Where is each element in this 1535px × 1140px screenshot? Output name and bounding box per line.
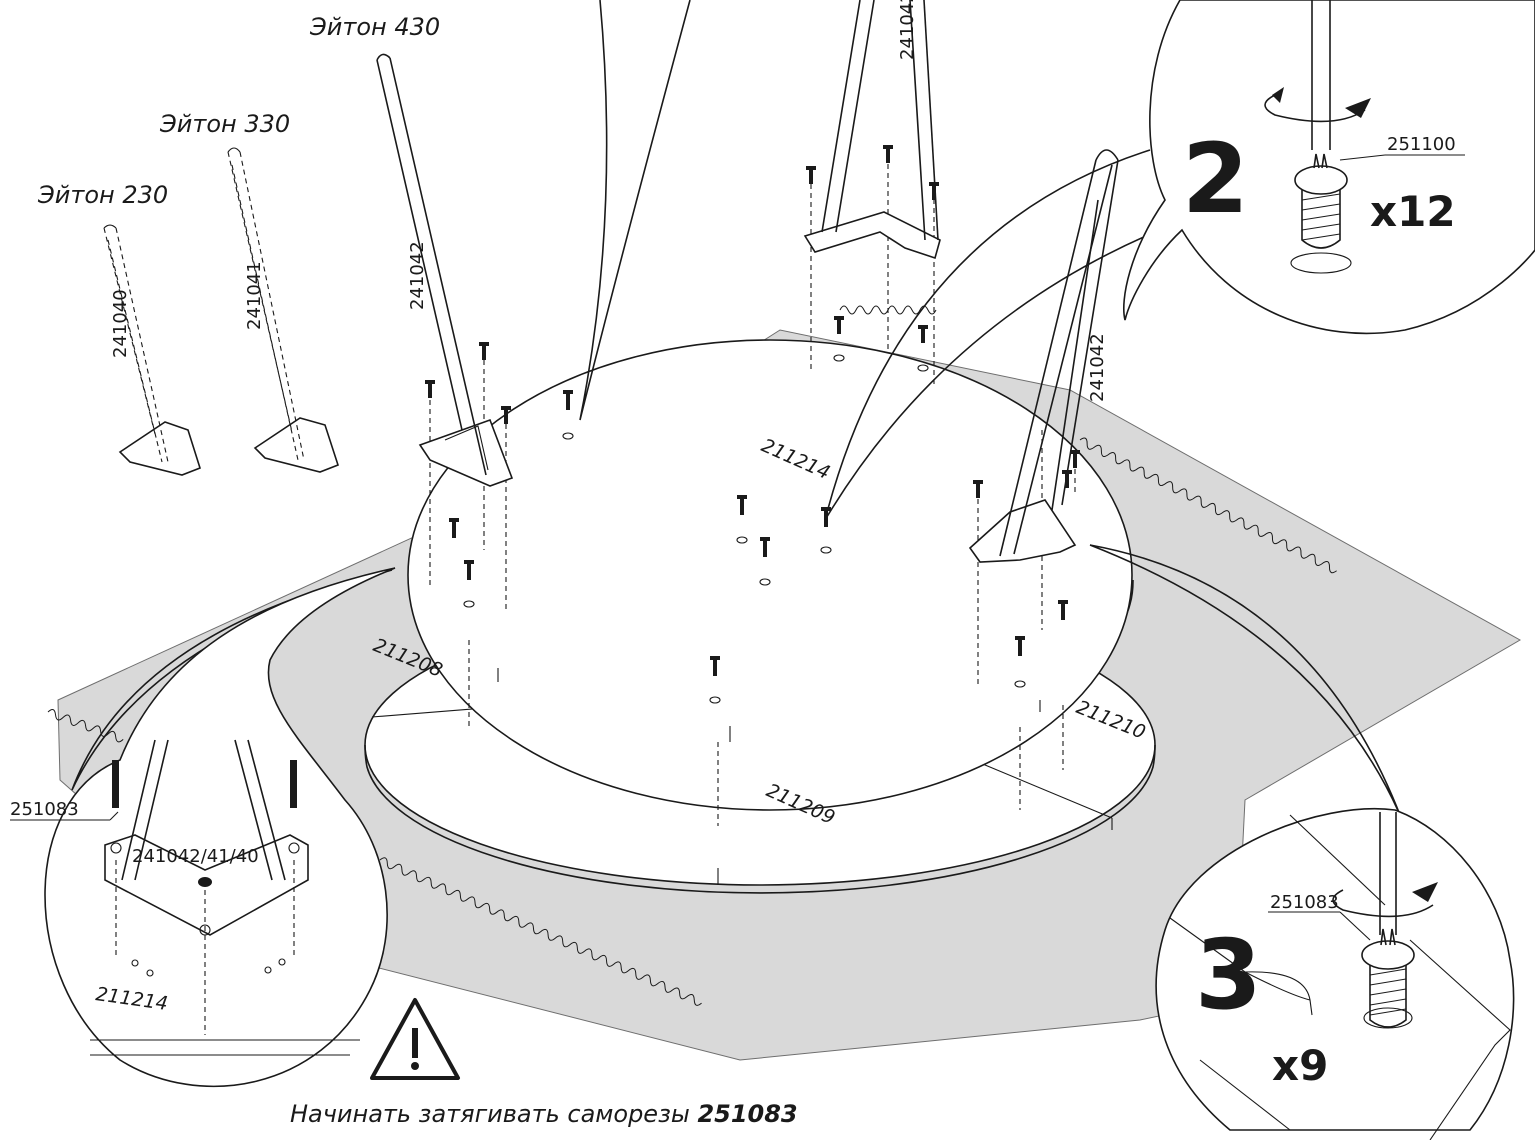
screw-icon xyxy=(833,316,845,362)
warning-text-bold: 251083 xyxy=(697,1100,797,1128)
screw-icon xyxy=(917,325,929,372)
screw-label-251083-left: 251083 xyxy=(10,799,79,820)
step-3-number: 3 xyxy=(1195,919,1262,1031)
screw-icon xyxy=(806,166,816,184)
step-2-number: 2 xyxy=(1182,123,1249,235)
warning-triangle-icon xyxy=(370,998,460,1080)
detail-circle-left xyxy=(10,567,396,1088)
part-label-241042-right: 241042 xyxy=(1087,333,1108,402)
warning-text-prefix: Начинать затягивать саморезы xyxy=(290,1100,690,1128)
screw-icon xyxy=(449,518,459,538)
model-label-430: Эйтон 430 xyxy=(309,13,440,41)
screw-icon xyxy=(1014,636,1026,688)
leg-241042-right xyxy=(968,149,1119,563)
detail-leg-label: 241042/41/40 xyxy=(132,846,259,867)
screw-icon xyxy=(736,495,748,544)
screw-icon xyxy=(883,145,893,163)
part-label-241042-top: 241042 xyxy=(897,0,918,60)
screw-icon xyxy=(1070,450,1080,468)
screw-label-251100: 251100 xyxy=(1387,134,1456,155)
step-2-count: x12 xyxy=(1370,187,1456,236)
part-label-241040: 241040 xyxy=(110,289,131,358)
leg-241040 xyxy=(103,224,201,476)
screw-icon xyxy=(709,656,721,704)
step-3-count: x9 xyxy=(1272,1041,1328,1090)
screw-label-251083-right: 251083 xyxy=(1270,892,1339,913)
screw-icon xyxy=(562,390,574,440)
leg-241042-top xyxy=(803,0,941,260)
part-label-241041: 241041 xyxy=(244,261,265,330)
screw-icon xyxy=(1058,600,1068,620)
step3-callout xyxy=(1155,808,1515,1140)
screw-icon xyxy=(479,342,489,360)
model-label-330: Эйтон 330 xyxy=(159,110,290,138)
model-label-230: Эйтон 230 xyxy=(37,181,168,209)
top-board xyxy=(407,339,1134,811)
screw-icon xyxy=(973,480,983,498)
screw-icon xyxy=(425,380,435,398)
screw-icon xyxy=(463,560,475,608)
screw-icon xyxy=(759,537,771,586)
step2-callout xyxy=(1122,0,1535,335)
board-screws xyxy=(425,145,1080,704)
leg-241042-left xyxy=(376,53,514,487)
leg-241041 xyxy=(227,147,339,473)
screw-icon xyxy=(501,406,511,424)
warning-text: Начинать затягивать саморезы 251083 xyxy=(290,1100,798,1128)
part-label-241042-left: 241042 xyxy=(407,241,428,310)
